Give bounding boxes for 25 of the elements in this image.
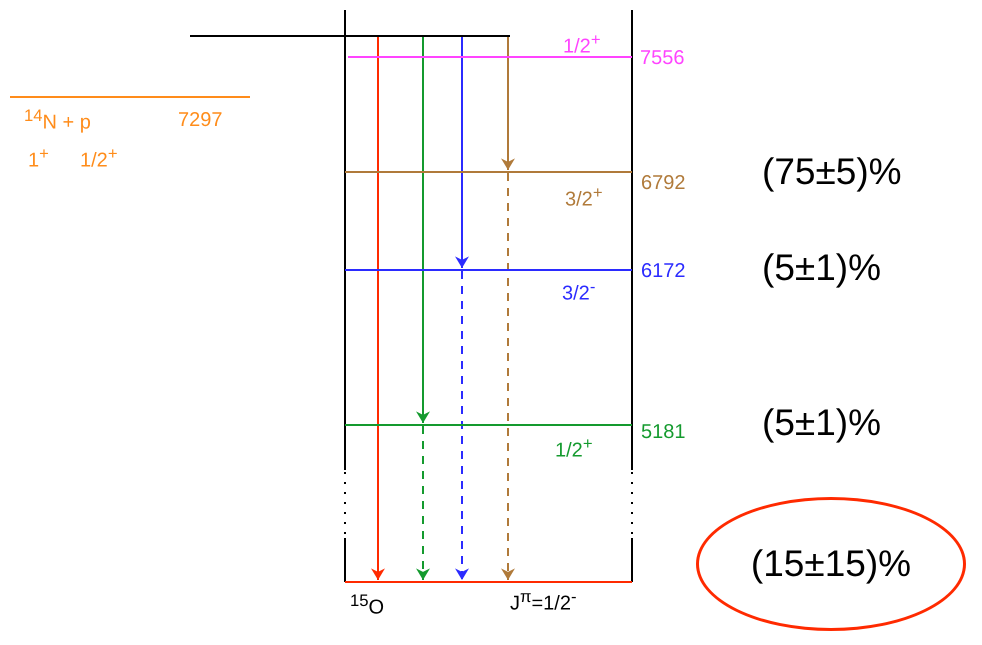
spin-parity-label: 3/2$^{-}$ — [562, 279, 596, 304]
spin-parity-label: 1/2$^{+}$ — [80, 146, 118, 171]
transition-arrow — [501, 37, 515, 170]
spin-parity-label: J$^{π}$=1/2$^{-}$ — [510, 589, 577, 614]
energy-label: 6792 — [641, 173, 686, 193]
transition-arrow — [416, 426, 430, 580]
transition-arrow — [455, 271, 469, 580]
branching-ratio: (5±1)% — [762, 249, 882, 286]
spin-parity-label: 1/2$^{+}$ — [555, 436, 593, 461]
energy-label: 7297 — [178, 110, 222, 130]
transition-arrow — [371, 37, 385, 580]
circled-value: (15±15)% — [696, 497, 966, 631]
reaction-label: $^{14}$N + p — [24, 108, 91, 133]
transition-arrow — [501, 173, 515, 580]
branching-ratio: (5±1)% — [762, 404, 882, 441]
spin-parity-label: 3/2$^{+}$ — [565, 185, 603, 210]
energy-label: 7556 — [640, 48, 684, 68]
transition-arrow — [455, 37, 469, 268]
spin-parity-label: 1/2$^{+}$ — [563, 32, 601, 57]
energy-label: 6172 — [641, 261, 686, 281]
nucleus-label: $^{15}$O — [350, 593, 384, 618]
branching-ratio: (75±5)% — [762, 153, 902, 190]
energy-label: 5181 — [641, 422, 686, 442]
transition-arrow — [416, 37, 430, 423]
spin-parity-label: 1$^{+}$ — [28, 146, 49, 171]
